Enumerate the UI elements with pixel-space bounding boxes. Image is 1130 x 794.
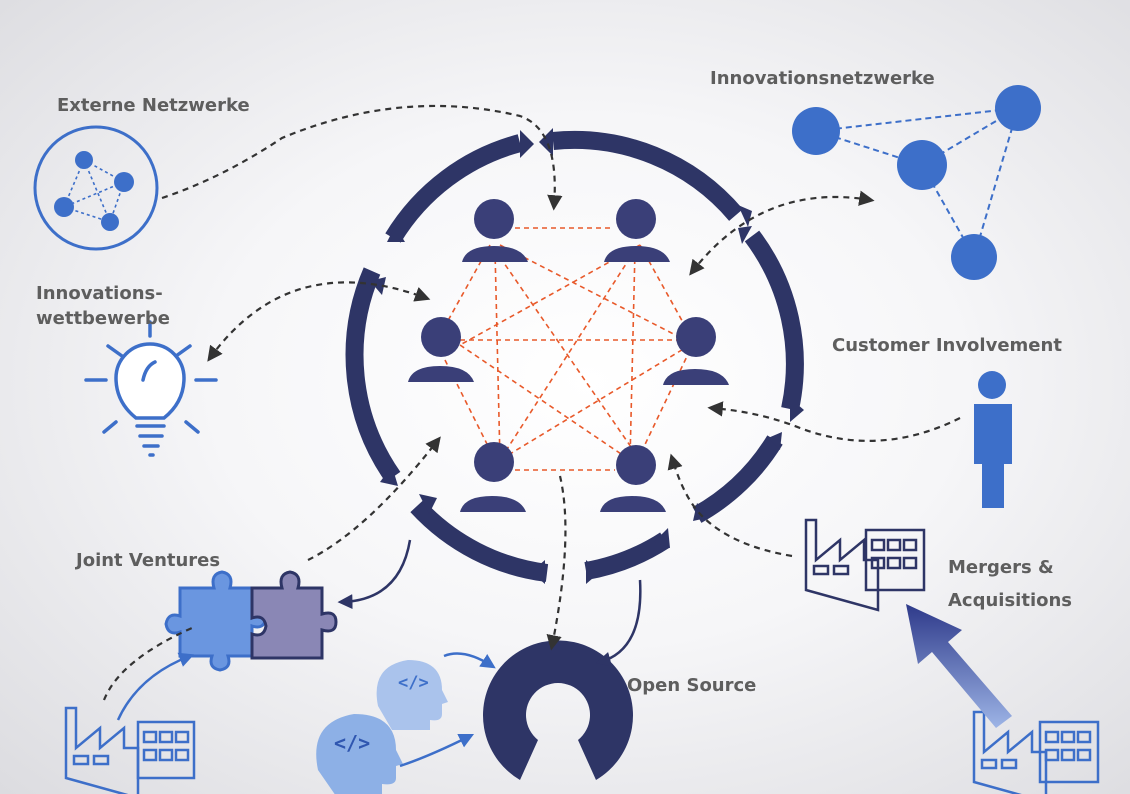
company-boundary-ring — [345, 130, 804, 582]
person-icon — [663, 317, 729, 385]
label-joint-ventures: Joint Ventures — [76, 550, 221, 571]
light-bulb-icon — [84, 320, 218, 457]
innovation-network-icon — [792, 85, 1041, 280]
developer-head-icon: </> — [316, 714, 403, 794]
external-network-icon — [33, 125, 159, 251]
joint-venture-puzzle-icon — [164, 570, 338, 672]
developer-head-icon: </> — [376, 660, 448, 730]
customer-person-icon — [974, 371, 1012, 508]
person-icon — [604, 199, 670, 262]
person-icon — [600, 445, 666, 512]
label-innovationsnetzwerke: Innovationsnetzwerke — [710, 68, 935, 89]
factory-icon-bottom-left — [64, 706, 196, 794]
label-customer-involvement: Customer Involvement — [832, 335, 1062, 356]
label-mergers-line2: Acquisitions — [948, 590, 1073, 611]
person-icon — [462, 199, 528, 262]
dashed-arrows — [102, 104, 961, 701]
label-mergers-line1: Mergers & — [948, 557, 1054, 578]
internal-team-people — [408, 199, 729, 512]
label-innovationswettbewerbe-line1: Innovations- — [36, 283, 163, 304]
blue-arrows — [116, 652, 496, 768]
factory-icon-mergers — [804, 518, 926, 612]
navy-arrows — [337, 539, 642, 667]
label-open-source: Open Source — [627, 675, 757, 696]
factory-icon-bottom-right — [972, 710, 1100, 794]
internal-network-lines — [439, 227, 696, 471]
label-externe-netzwerke: Externe Netzwerke — [57, 95, 250, 116]
code-glyph: </> — [398, 673, 429, 693]
label-innovationswettbewerbe-line2: wettbewerbe — [36, 308, 170, 329]
acquisition-arrow — [906, 604, 1012, 728]
open-source-logo — [483, 640, 633, 780]
code-glyph: </> — [334, 731, 370, 755]
person-icon — [460, 442, 526, 512]
person-icon — [408, 317, 474, 382]
